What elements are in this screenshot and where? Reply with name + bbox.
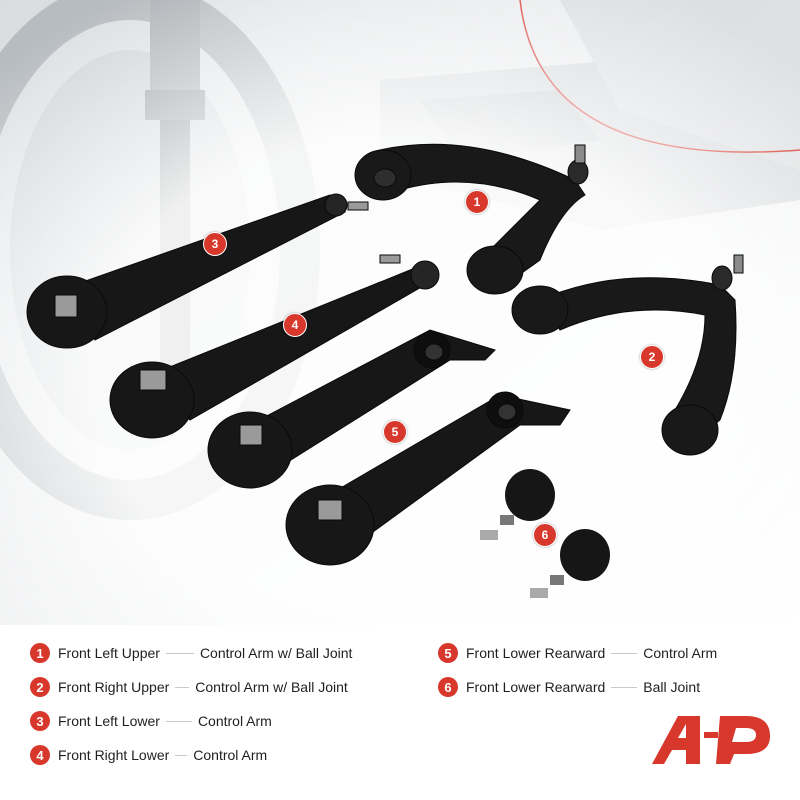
marker-1: 1 <box>465 190 489 214</box>
marker-5: 5 <box>383 420 407 444</box>
number-badge: 6 <box>438 677 458 697</box>
legend-item-4: 4 Front Right Lower Control Arm <box>30 744 267 766</box>
brand-logo <box>652 716 770 764</box>
legend-part: Control Arm <box>643 645 718 661</box>
marker-3: 3 <box>203 232 227 256</box>
ball-joint-6b <box>530 529 610 598</box>
legend-part: Control Arm <box>197 713 272 729</box>
legend-part: Control Arm w/ Ball Joint <box>199 645 353 661</box>
legend-part: Control Arm w/ Ball Joint <box>195 679 348 695</box>
legend-position: Front Lower Rearward <box>466 679 606 695</box>
number-badge: 1 <box>30 643 50 663</box>
marker-4: 4 <box>283 313 307 337</box>
legend-position: Front Left Upper <box>58 645 160 661</box>
divider <box>165 720 192 722</box>
number-badge: 2 <box>30 677 50 697</box>
legend-item-3: 3 Front Left Lower Control Arm <box>30 710 272 732</box>
legend-position: Front Left Lower <box>58 713 160 729</box>
control-arm-5 <box>207 329 496 489</box>
legend-item-1: 1 Front Left Upper Control Arm w/ Ball J… <box>30 642 352 664</box>
divider <box>165 652 194 654</box>
control-arm-3 <box>26 193 369 349</box>
legend-item-2: 2 Front Right Upper Control Arm w/ Ball … <box>30 676 348 698</box>
legend-item-5: 5 Front Lower Rearward Control Arm <box>438 642 717 664</box>
legend-part: Control Arm <box>193 747 268 763</box>
legend-position: Front Lower Rearward <box>466 645 606 661</box>
legend-item-6: 6 Front Lower Rearward Ball Joint <box>438 676 700 698</box>
number-badge: 5 <box>438 643 458 663</box>
number-badge: 4 <box>30 745 50 765</box>
marker-6: 6 <box>533 523 557 547</box>
control-arm-1 <box>354 143 589 295</box>
ball-joint-6a <box>480 469 555 540</box>
control-arm-5b <box>285 391 571 566</box>
parts-legend: 1 Front Left Upper Control Arm w/ Ball J… <box>0 630 800 800</box>
product-photo <box>0 0 800 625</box>
divider <box>175 686 190 688</box>
divider <box>611 652 638 654</box>
divider <box>175 754 188 756</box>
marker-2: 2 <box>640 345 664 369</box>
divider <box>611 686 638 688</box>
legend-position: Front Right Upper <box>58 679 170 695</box>
legend-position: Front Right Lower <box>58 747 170 763</box>
legend-part: Ball Joint <box>643 679 701 695</box>
control-arm-4 <box>109 254 440 439</box>
control-arm-2 <box>511 254 744 456</box>
number-badge: 3 <box>30 711 50 731</box>
